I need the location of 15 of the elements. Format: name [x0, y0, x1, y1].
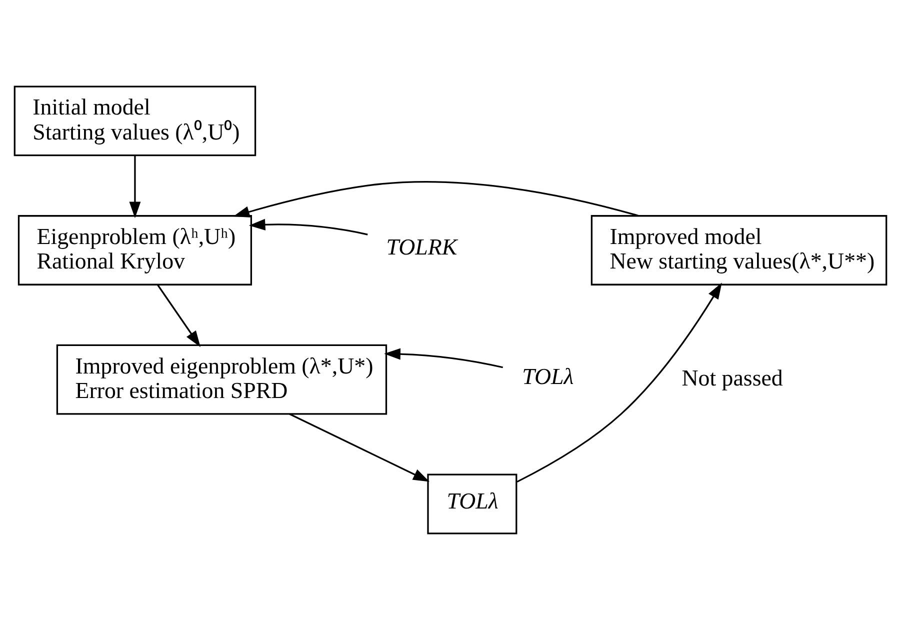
- node-text: TOLλ: [522, 363, 574, 388]
- arrow: [129, 155, 141, 218]
- node-box: Initial model Starting values (λ⁰,U⁰): [14, 85, 256, 156]
- edge-label: Not passed: [682, 365, 783, 390]
- node-text: TOLRK: [386, 234, 458, 260]
- arrow: [157, 284, 200, 347]
- node-box: Improved eigenproblem (λ*,U*) Error estimation SPRD: [56, 344, 388, 414]
- node-box: TOLλ: [427, 473, 518, 534]
- arrow: [248, 218, 368, 235]
- arrow: [233, 180, 639, 217]
- node-box: Improved model New starting values(λ*,U**): [590, 214, 888, 285]
- arrow: [384, 348, 504, 368]
- arrow: [516, 282, 722, 482]
- arrow: [289, 412, 430, 482]
- node-box: Eigenproblem (λʰ,Uʰ) Rational Krylov: [18, 214, 252, 285]
